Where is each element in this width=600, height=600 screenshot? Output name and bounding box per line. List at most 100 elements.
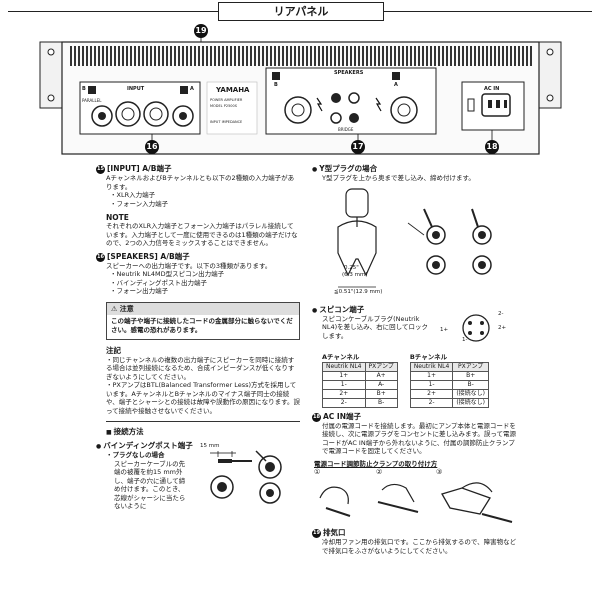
vent-slot xyxy=(486,46,488,66)
vent-slot xyxy=(142,46,144,66)
plug-none-body: スピーカーケーブルの先端の被覆を約15 mm外し、端子の穴に通して締め付けます。… xyxy=(114,459,186,511)
clamp-illustration xyxy=(319,482,513,523)
pin-label: 1- xyxy=(462,336,468,343)
vent-slot xyxy=(174,46,176,66)
caution-box: ⚠ 注意 この端子や端子に接続したコードの金属部分に触らないでください。感電の恐… xyxy=(106,301,300,340)
vent-slot xyxy=(194,46,196,66)
step-1: ① xyxy=(314,468,321,476)
vent-slot xyxy=(326,46,328,66)
vent-slot xyxy=(410,46,412,66)
vent-slot xyxy=(186,46,188,66)
vent-slot xyxy=(478,46,480,66)
vent-slot xyxy=(462,46,464,66)
vent-slot xyxy=(118,46,120,66)
vent-slot xyxy=(514,46,516,66)
vent-slot xyxy=(414,46,416,66)
vent-slot xyxy=(254,46,256,66)
table-a-title: Aチャンネル xyxy=(322,352,360,361)
exhaust-body: 冷却用ファン用の排気口です。ここから排気するので、障害物などで排気口をふさがない… xyxy=(322,538,517,555)
vent-slot xyxy=(398,46,400,66)
vent-slot xyxy=(526,46,528,66)
vent-slot xyxy=(230,46,232,66)
y-plug-title: Y型プラグの場合 xyxy=(312,163,520,174)
vent-slot xyxy=(382,46,384,66)
ac-in-body: 付属の電源コードを接続します。最初にアンプ本体と電源コードを接続し、次に電源プラ… xyxy=(322,421,517,456)
vent-slot xyxy=(378,46,380,66)
vent-slot xyxy=(102,46,104,66)
vent-slot xyxy=(74,46,76,66)
vent-slot xyxy=(370,46,372,66)
vent-slot xyxy=(434,46,436,66)
vent-slot xyxy=(138,46,140,66)
vent-slot xyxy=(438,46,440,66)
vent-slot xyxy=(70,46,72,66)
y-plug-body: Y型プラグを上から奥まで差し込み、締め付けます。 xyxy=(322,174,475,182)
parallel-label-b: PARALLEL xyxy=(82,98,102,103)
vent-slot xyxy=(270,46,272,66)
vent-slot xyxy=(334,46,336,66)
input-section-heading: 15[INPUT] A/B端子 xyxy=(96,164,172,174)
vent-slot xyxy=(234,46,236,66)
vent-slot xyxy=(114,46,116,66)
vent-slot xyxy=(482,46,484,66)
vent-slot xyxy=(454,46,456,66)
vent-slot xyxy=(90,46,92,66)
vent-slot xyxy=(422,46,424,66)
table-row: 1-A- xyxy=(322,379,398,390)
vent-slot xyxy=(202,46,204,66)
pin-label: 2- xyxy=(498,310,504,317)
step-3: ③ xyxy=(436,468,443,476)
vent-slot xyxy=(386,46,388,66)
input-impedance-label: INPUT IMPEDANCE xyxy=(210,120,243,124)
vent-slot xyxy=(418,46,420,66)
vent-slot xyxy=(130,46,132,66)
table-row: 1+B+ xyxy=(409,370,489,381)
vent-slot xyxy=(406,46,408,66)
vent-slot xyxy=(274,46,276,66)
vent-slot xyxy=(506,46,508,66)
vent-slot xyxy=(218,46,220,66)
speakon-body: スピコンケーブルプラグ(Neutrik NL4)を差し込み、右に回してロックしま… xyxy=(322,314,428,340)
callout-18: 18 xyxy=(485,140,499,154)
model-line-2: MODEL P2500S xyxy=(210,104,237,108)
vent-slot xyxy=(146,46,148,66)
vent-slot xyxy=(330,46,332,66)
vent-slot xyxy=(338,46,340,66)
vent-slot xyxy=(502,46,504,66)
vent-slot xyxy=(298,46,300,66)
step-2: ② xyxy=(376,468,383,476)
clamp-steps: ① ② ③ xyxy=(312,468,520,524)
vent-slot xyxy=(310,46,312,66)
vent-slot xyxy=(150,46,152,66)
vent-slot xyxy=(82,46,84,66)
table-row: 2-B- xyxy=(322,397,398,408)
vent-slot xyxy=(470,46,472,66)
vent-slot xyxy=(222,46,224,66)
vent-slot xyxy=(314,46,316,66)
bridge-label: BRIDGE xyxy=(338,127,354,132)
vent-slot xyxy=(490,46,492,66)
input-label: INPUT xyxy=(127,86,145,92)
vent-slot xyxy=(278,46,280,66)
dim-2: (6.3 mm) xyxy=(342,271,368,278)
speakers-section-body: スピーカーへの出力端子です。以下の3種類があります。 xyxy=(106,261,272,270)
pin-label: 1+ xyxy=(440,326,449,333)
dim-1: 0.25" xyxy=(344,264,359,271)
vent-slot xyxy=(286,46,288,66)
note-title: NOTE xyxy=(106,213,129,222)
vent-slot xyxy=(342,46,344,66)
vent-slot xyxy=(210,46,212,66)
callout-19: 19 xyxy=(194,24,208,38)
num-badge-18: 18 xyxy=(312,412,321,422)
method-title: 接続方法 xyxy=(96,426,300,437)
warning-triangle-icon: ⚠ xyxy=(111,304,120,313)
speakon-title: スピコン端子 xyxy=(312,304,520,315)
vent-slot xyxy=(162,46,164,66)
vent-slot xyxy=(402,46,404,66)
vent-slot xyxy=(122,46,124,66)
section-divider xyxy=(106,421,300,422)
vent-slot xyxy=(258,46,260,66)
